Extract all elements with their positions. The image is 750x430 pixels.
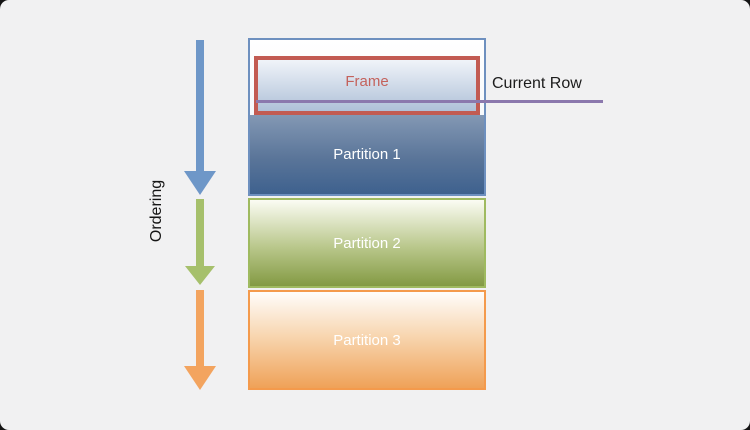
arrow-shaft-blue: [196, 40, 204, 171]
partition-3-label: Partition 3: [333, 331, 401, 349]
partition-2-box: Partition 2: [248, 198, 486, 288]
current-row-label: Current Row: [492, 75, 582, 92]
partition-1-body: Partition 1: [250, 115, 484, 194]
current-row-line: [256, 100, 603, 103]
partition-1-label: Partition 1: [333, 146, 401, 163]
arrow-down-icon-green: [185, 266, 215, 285]
arrow-shaft-green: [196, 199, 204, 266]
partition-3-box: Partition 3: [248, 290, 486, 390]
arrow-shaft-orange: [196, 290, 204, 366]
partition-2-label: Partition 2: [333, 234, 401, 252]
frame-label: Frame: [345, 73, 389, 90]
frame-box: Frame: [254, 56, 480, 115]
ordering-label: Ordering: [148, 179, 165, 243]
arrow-down-icon-blue: [184, 171, 216, 195]
arrow-down-icon-orange: [184, 366, 216, 390]
